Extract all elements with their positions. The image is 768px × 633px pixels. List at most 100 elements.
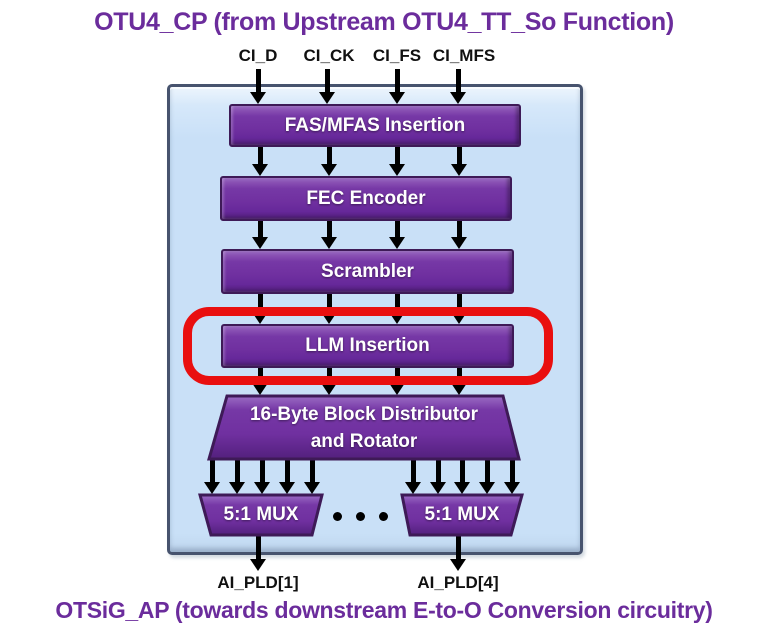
flow-arrow [252,364,268,395]
distributor-trapezoid-shape [207,394,521,461]
flow-arrow [451,143,467,176]
arrow-shaft [394,69,400,92]
arrowhead-icon [321,237,337,249]
arrow-shaft [326,217,332,237]
fas-mfas-insertion-block: FAS/MFAS Insertion [229,104,521,147]
llm-insertion-block: LLM Insertion [221,324,514,368]
distributor-label-line2: and Rotator [310,431,418,452]
input-label-ci-ck: CI_CK [303,46,355,65]
input-label-ci-d: CI_D [238,46,278,65]
arrow-shaft [459,460,465,482]
arrow-shaft [394,364,400,383]
output-label-ai-pld-1: AI_PLD[1] [217,573,299,592]
arrowhead-icon [451,312,467,324]
scrambler-label: Scrambler [321,260,414,282]
flow-arrow [389,217,405,249]
arrow-shaft [456,290,462,312]
arrow-shaft [509,460,515,482]
flow-arrow [204,460,220,494]
bottom-title: OTSiG_AP (towards downstream E-to-O Conv… [55,597,713,623]
arrow-shaft [326,290,332,312]
arrow-shaft [394,143,400,164]
scrambler-block: Scrambler [221,249,514,294]
arrowhead-icon [504,482,520,494]
arrow-shaft [259,460,265,482]
fec-encoder-block: FEC Encoder [220,176,512,221]
arrowhead-icon [254,482,270,494]
flow-arrow [321,364,337,395]
arrowhead-icon [451,164,467,176]
arrow-shaft [255,535,261,559]
output-label-ai-pld-4: AI_PLD[4] [417,573,499,592]
top-title: OTU4_CP (from Upstream OTU4_TT_So Functi… [94,8,674,36]
arrow-shaft [309,460,315,482]
flow-arrow [321,217,337,249]
flow-arrow [389,364,405,395]
arrow-shaft [257,143,263,164]
arrow-shaft [394,217,400,237]
flow-arrow [451,290,467,324]
arrowhead-icon [304,482,320,494]
fas-mfas-insertion-label: FAS/MFAS Insertion [284,114,466,136]
arrow-shaft [209,460,215,482]
flow-arrow [430,460,446,494]
flow-arrow [304,460,320,494]
flow-arrow [389,69,405,104]
arrowhead-icon [389,237,405,249]
arrowhead-icon [204,482,220,494]
arrow-shaft [284,460,290,482]
arrowhead-icon [321,164,337,176]
flow-arrow [229,460,245,494]
arrow-shaft [456,143,462,164]
mux-left-trapezoid-shape [198,493,324,537]
input-label-ci-mfs: CI_MFS [432,46,496,65]
flow-arrow [504,460,520,494]
flow-arrow [319,69,335,104]
arrow-shaft [257,290,263,312]
arrowhead-icon [405,482,421,494]
arrowhead-icon [321,383,337,395]
arrow-shaft [326,364,332,383]
ellipsis-dot [356,512,365,521]
arrowhead-icon [451,237,467,249]
arrow-shaft [257,364,263,383]
flow-arrow [450,69,466,104]
flow-arrow [321,290,337,324]
flow-arrow [451,364,467,395]
distributor-label-line1: 16-Byte Block Distributor [249,404,479,425]
flow-arrow [252,217,268,249]
arrowhead-icon [451,383,467,395]
arrow-shaft [456,364,462,383]
arrow-shaft [257,217,263,237]
ellipsis-dot [333,512,342,521]
arrowhead-icon [229,482,245,494]
flow-arrow [321,143,337,176]
flow-arrow [252,290,268,324]
flow-arrow [254,460,270,494]
mux-left-label: 5:1 MUX [223,504,299,525]
flow-arrow [389,290,405,324]
arrowhead-icon [279,482,295,494]
arrow-shaft [484,460,490,482]
arrowhead-icon [321,312,337,324]
flow-arrow [252,143,268,176]
fec-encoder-label: FEC Encoder [306,187,426,209]
arrow-shaft [255,69,261,92]
arrowhead-icon [252,383,268,395]
arrowhead-icon [250,92,266,104]
flow-arrow [479,460,495,494]
arrow-shaft [326,143,332,164]
arrowhead-icon [252,312,268,324]
flow-arrow [250,69,266,104]
arrowhead-icon [389,164,405,176]
arrowhead-icon [430,482,446,494]
ellipsis-dot [379,512,388,521]
flow-arrow [250,535,266,571]
arrowhead-icon [479,482,495,494]
arrowhead-icon [250,559,266,571]
arrow-shaft [234,460,240,482]
arrowhead-icon [389,312,405,324]
arrowhead-icon [252,164,268,176]
arrow-shaft [455,535,461,559]
arrow-shaft [410,460,416,482]
